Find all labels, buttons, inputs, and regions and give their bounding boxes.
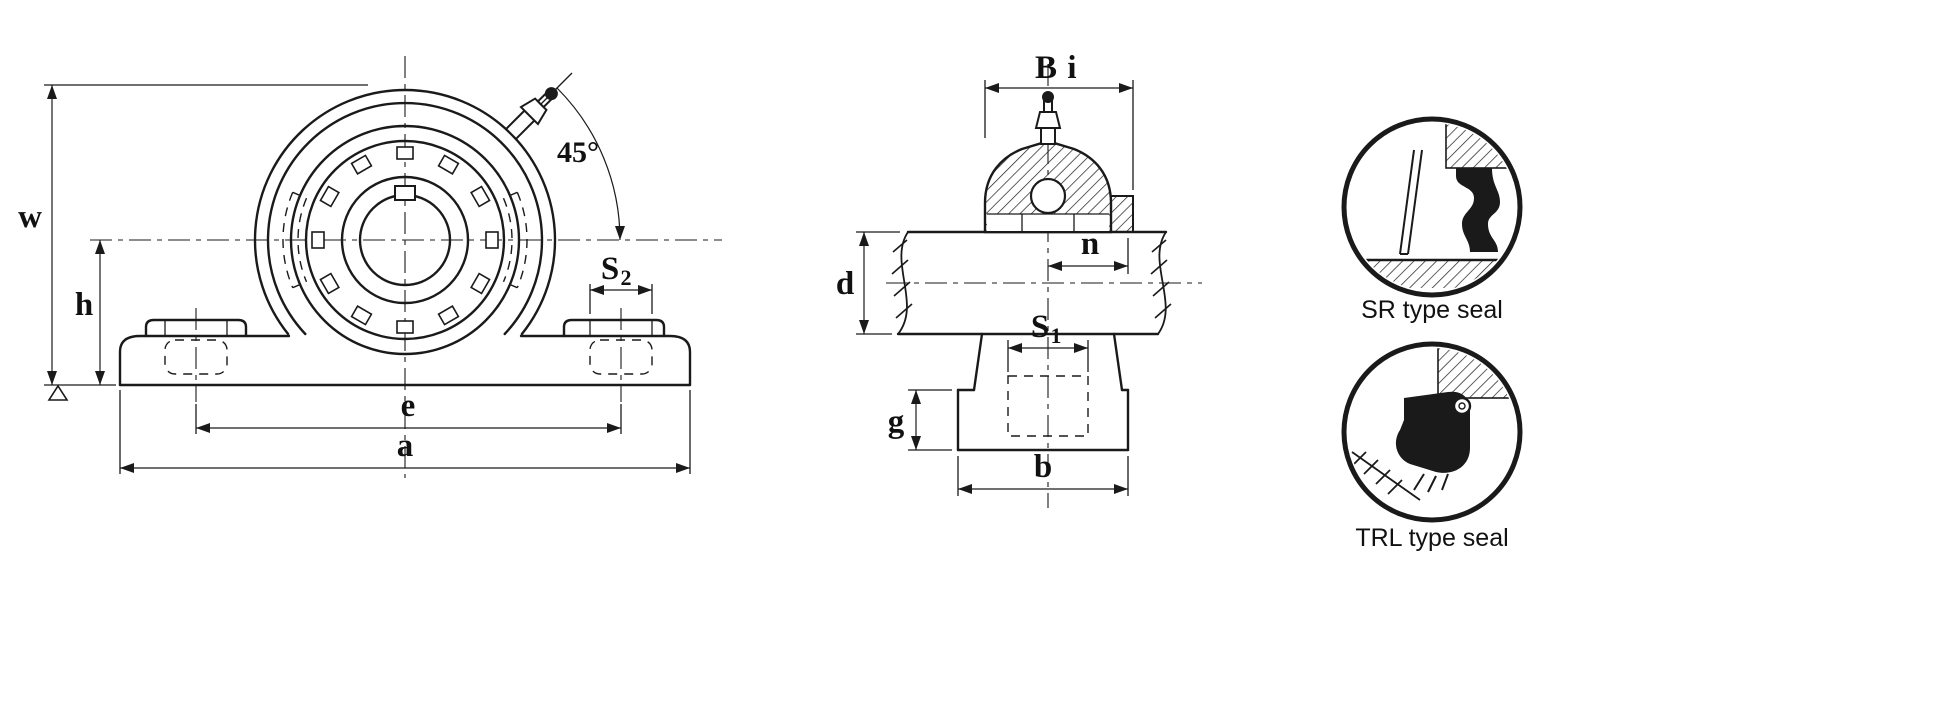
pillow-block-front-view: w h e a S 2 xyxy=(18,56,722,478)
keyway-notch xyxy=(394,185,416,201)
dim-label-w: w xyxy=(18,199,42,235)
dim-s2: S 2 xyxy=(589,251,653,314)
dim-bi: B i xyxy=(984,50,1134,190)
sr-seal-profile xyxy=(1456,168,1500,252)
dim-n: n xyxy=(1048,226,1129,274)
trl-seal-label: TRL type seal xyxy=(1355,524,1508,552)
dim-w: w xyxy=(18,84,368,386)
dim-label-g: g xyxy=(888,404,905,440)
pedestal xyxy=(956,332,1130,452)
collar-block xyxy=(1110,195,1134,233)
dim-b: b xyxy=(957,449,1129,496)
angle-label: 45° xyxy=(557,136,599,169)
dim-label-d: d xyxy=(836,266,854,302)
dim-label-a: a xyxy=(397,428,414,464)
dim-g: g xyxy=(888,389,952,451)
trl-seal-lips xyxy=(1413,473,1449,493)
bearing-section xyxy=(983,141,1134,234)
trl-seal-spring xyxy=(1452,396,1472,416)
seal-dashed-lines xyxy=(282,191,528,289)
dim-angle-45: 45° xyxy=(539,72,625,241)
bolt-slots xyxy=(164,339,653,375)
grease-fitting-side-icon xyxy=(1034,91,1062,145)
dim-e: e xyxy=(195,388,622,434)
dim-label-bi-sub: i xyxy=(1067,50,1076,86)
dim-label-s2-sub: 2 xyxy=(621,265,632,290)
dim-label-n: n xyxy=(1081,226,1099,262)
trl-shaft-hatch xyxy=(1351,451,1421,501)
dim-label-bi: B xyxy=(1035,50,1057,86)
trl-seal-detail-circle: TRL type seal xyxy=(1341,341,1523,552)
dim-label-s2: S xyxy=(601,251,619,287)
dim-label-h: h xyxy=(75,287,93,323)
trl-seal-profile xyxy=(1395,391,1470,473)
pillow-block-side-view: B i n d S 1 g xyxy=(836,50,1202,508)
datum-marker xyxy=(47,384,69,401)
dim-d: d xyxy=(836,231,900,335)
locknut-teeth xyxy=(311,146,499,334)
side-centerlines xyxy=(886,64,1202,508)
housing-base xyxy=(118,318,692,387)
dim-label-b: b xyxy=(1034,449,1052,485)
sr-seal-detail-circle: SR type seal xyxy=(1341,116,1523,324)
dim-a: a xyxy=(119,390,691,474)
dim-h: h xyxy=(75,240,105,385)
dim-label-e: e xyxy=(401,388,416,424)
sr-seal-label: SR type seal xyxy=(1361,296,1503,324)
sr-seal-lip xyxy=(1399,149,1423,255)
dim-label-s1: S xyxy=(1031,309,1049,345)
dim-label-s1-sub: 1 xyxy=(1051,323,1062,348)
dim-s1: S 1 xyxy=(1007,309,1089,372)
